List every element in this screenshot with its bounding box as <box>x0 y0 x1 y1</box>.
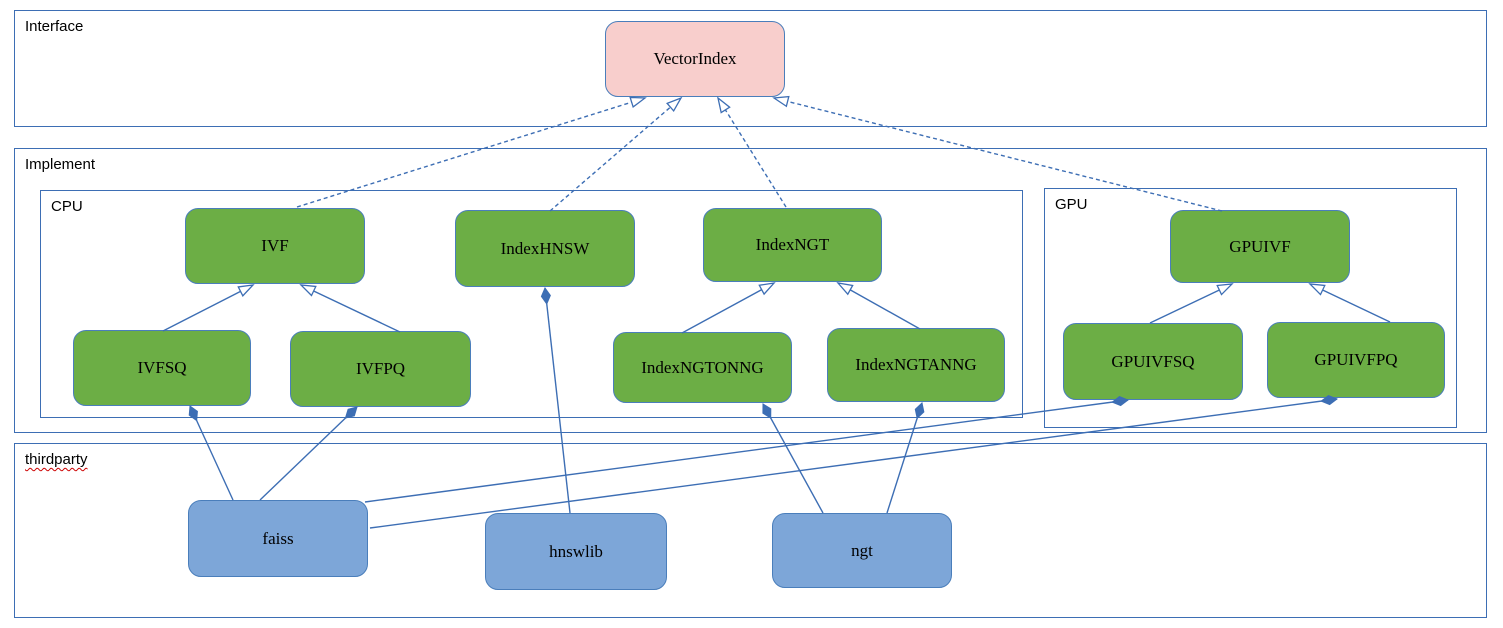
node-ivfsq: IVFSQ <box>73 330 251 406</box>
node-label-indexngtanng: IndexNGTANNG <box>855 355 977 374</box>
node-vectorindex: VectorIndex <box>605 21 785 97</box>
node-label-vectorindex: VectorIndex <box>653 49 737 68</box>
container-label-gpu: GPU <box>1055 196 1088 213</box>
node-label-gpuivfsq: GPUIVFSQ <box>1111 351 1195 371</box>
container-label-cpu: CPU <box>51 198 83 215</box>
node-label-ivfsq: IVFSQ <box>137 358 187 377</box>
node-ngt: ngt <box>772 513 952 588</box>
node-gpuivfpq: GPUIVFPQ <box>1267 322 1445 398</box>
container-label-thirdparty: thirdparty <box>25 451 88 468</box>
node-label-ivf: IVF <box>261 236 289 255</box>
node-indexngt: IndexNGT <box>703 208 882 282</box>
node-ivfpq: IVFPQ <box>290 331 471 407</box>
node-label-indexngtonng: IndexNGTONNG <box>641 357 764 377</box>
node-faiss: faiss <box>188 500 368 577</box>
node-gpuivfsq: GPUIVFSQ <box>1063 323 1243 400</box>
node-label-faiss: faiss <box>262 528 294 548</box>
node-label-indexngt: IndexNGT <box>755 235 830 254</box>
node-label-ivfpq: IVFPQ <box>355 359 406 378</box>
container-label-interface: Interface <box>25 18 84 35</box>
node-indexhnsw: IndexHNSW <box>455 210 635 287</box>
node-ivf: IVF <box>185 208 365 284</box>
node-label-hnswlib: hnswlib <box>549 541 603 561</box>
node-label-gpuivf: GPUIVF <box>1229 236 1291 256</box>
node-indexngtanng: IndexNGTANNG <box>827 328 1005 402</box>
node-label-gpuivfpq: GPUIVFPQ <box>1314 350 1398 369</box>
node-gpuivf: GPUIVF <box>1170 210 1350 283</box>
node-indexngtonng: IndexNGTONNG <box>613 332 792 403</box>
node-hnswlib: hnswlib <box>485 513 667 590</box>
container-label-implement: Implement <box>25 156 96 173</box>
node-label-ngt: ngt <box>851 540 873 560</box>
node-label-indexhnsw: IndexHNSW <box>500 238 590 258</box>
